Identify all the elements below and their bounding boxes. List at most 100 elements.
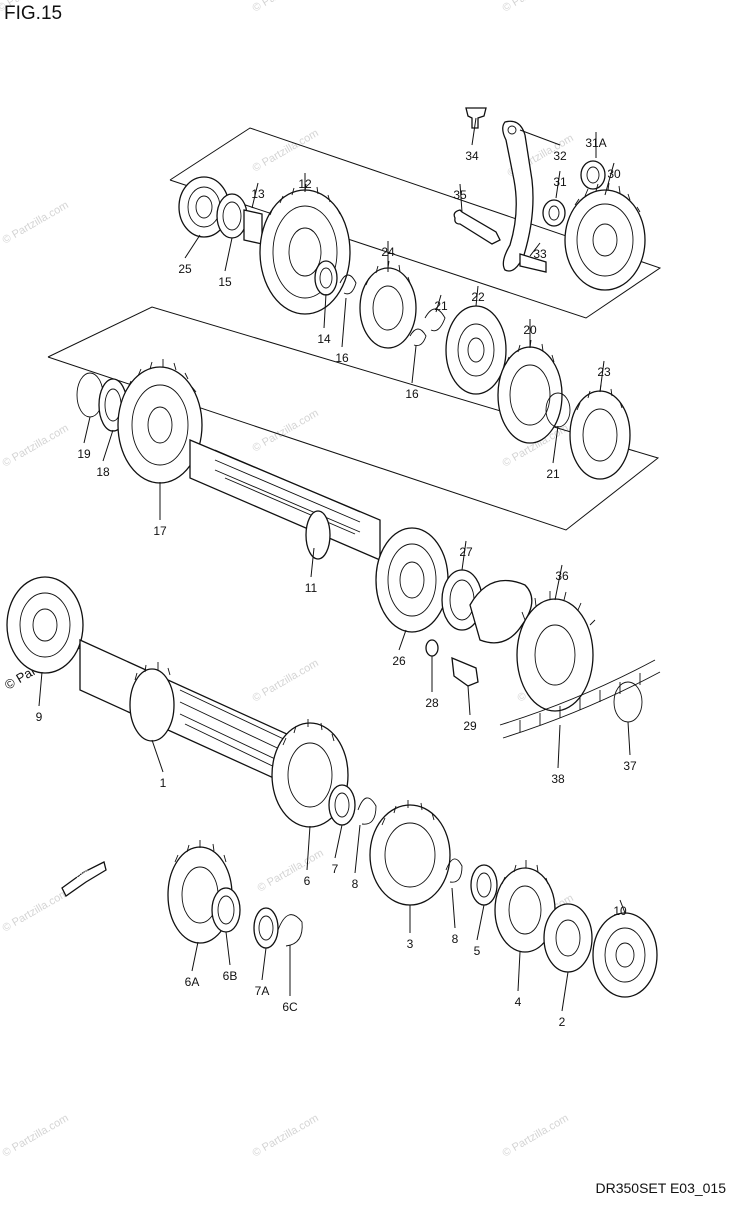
part-callout-31a: 31A (585, 136, 606, 150)
part-callout-6: 6 (304, 874, 311, 888)
part-callout-10: 10 (613, 904, 627, 918)
callout-leader (604, 162, 615, 196)
countershaft-group (76, 359, 661, 739)
watermark-text: © Partzilla.com (1, 1112, 71, 1159)
watermark-text: © Partzilla.com (251, 127, 321, 174)
watermark-text: © Partzilla.com (501, 1112, 571, 1159)
callout-leader (467, 685, 471, 716)
callout-leader (554, 564, 563, 601)
callout-leader (224, 237, 233, 272)
mainshaft-group: FWD (6, 576, 658, 998)
callout-leader (225, 931, 231, 966)
part-callout-13: 13 (251, 187, 265, 201)
callout-leader (619, 899, 626, 914)
drawing-code: DR350SET E03_015 (595, 1180, 727, 1196)
callout-leader (354, 824, 361, 874)
part-callout-33: 33 (533, 247, 547, 261)
callout-leader (102, 429, 114, 462)
part-callout-8: 8 (452, 932, 459, 946)
callout-leader (38, 671, 43, 707)
part-callout-37: 37 (623, 759, 637, 773)
callout-leader (529, 242, 541, 257)
part-callout-30: 30 (607, 167, 621, 181)
callout-leader (555, 170, 561, 199)
part-callout-3: 3 (407, 937, 414, 951)
watermark-text: © Partzilla.com (501, 0, 571, 15)
callout-leader (461, 540, 467, 571)
callout-leader (83, 416, 91, 444)
kickstart-lever-group (453, 107, 646, 291)
callout-leader (451, 887, 456, 929)
part-callout-8: 8 (352, 877, 359, 891)
part-callout-2: 2 (559, 1015, 566, 1029)
part-callout-27: 27 (459, 545, 473, 559)
part-callout-34: 34 (465, 149, 479, 163)
callout-leader (151, 739, 164, 773)
watermark-text: © Partzilla.com (1, 887, 71, 934)
part-callout-7: 7 (332, 862, 339, 876)
part-callout-17: 17 (153, 524, 167, 538)
callout-leader (552, 425, 559, 464)
part-callout-25: 25 (178, 262, 192, 276)
part-callout-7a: 7A (255, 984, 270, 998)
part-callout-38: 38 (551, 772, 565, 786)
watermark-text: © Partzilla.com (251, 0, 321, 15)
part-callout-4: 4 (515, 995, 522, 1009)
part-callout-14: 14 (317, 332, 331, 346)
part-callout-1: 1 (160, 776, 167, 790)
callout-leader (471, 117, 477, 146)
watermark-text: © Partzilla.com (251, 1112, 321, 1159)
callout-leader (627, 721, 631, 756)
callout-leader (411, 345, 417, 384)
callout-leader (191, 941, 199, 972)
callout-leader (323, 293, 327, 329)
part-callout-12: 12 (298, 177, 312, 191)
callout-leader (599, 360, 605, 393)
callout-leader (184, 234, 201, 259)
part-callout-28: 28 (425, 696, 439, 710)
watermark-text: © Partzilla.com (1, 422, 71, 469)
watermark-text: © Partzilla.com (251, 657, 321, 704)
part-callout-18: 18 (96, 465, 110, 479)
part-callout-31: 31 (553, 175, 567, 189)
part-callout-6b: 6B (223, 969, 238, 983)
part-callout-35: 35 (453, 188, 467, 202)
callout-leader (435, 294, 442, 313)
part-callout-22: 22 (471, 290, 485, 304)
part-callout-21: 21 (434, 299, 448, 313)
part-callout-24: 24 (381, 245, 395, 259)
part-callout-29: 29 (463, 719, 477, 733)
part-callout-11: 11 (305, 581, 318, 595)
part-callout-5: 5 (474, 944, 481, 958)
countershaft-upper-group (178, 176, 631, 480)
callout-leader (334, 824, 343, 859)
part-callout-9: 9 (36, 710, 43, 724)
part-callout-23: 23 (597, 365, 611, 379)
callout-leader (459, 183, 463, 213)
part-callout-6c: 6C (282, 1000, 298, 1014)
figure-title: FIG.15 (4, 3, 63, 24)
callout-leader (306, 825, 311, 871)
callout-leader (341, 297, 347, 348)
callout-leader (476, 904, 485, 941)
part-callout-26: 26 (392, 654, 406, 668)
callout-leader (517, 951, 521, 992)
callout-leader (261, 947, 267, 981)
part-callout-19: 19 (77, 447, 91, 461)
callout-leader (561, 971, 569, 1012)
callout-leader (251, 182, 259, 209)
assembly-outlines (47, 127, 662, 531)
callout-leader (310, 547, 315, 578)
part-callout-15: 15 (218, 275, 232, 289)
watermark-layer: © Partzilla.com © Partzilla.com © Partzill… (0, 0, 586, 1160)
callout-leader (519, 129, 561, 146)
part-callout-36: 36 (555, 569, 569, 583)
part-callout-21: 21 (546, 467, 560, 481)
callout-leader (557, 724, 561, 769)
watermark-text: © Partzilla.com (256, 847, 326, 894)
part-callout-20: 20 (523, 323, 537, 337)
part-callout-6a: 6A (185, 975, 200, 989)
watermark-text: © Partzilla.com (1, 199, 71, 246)
